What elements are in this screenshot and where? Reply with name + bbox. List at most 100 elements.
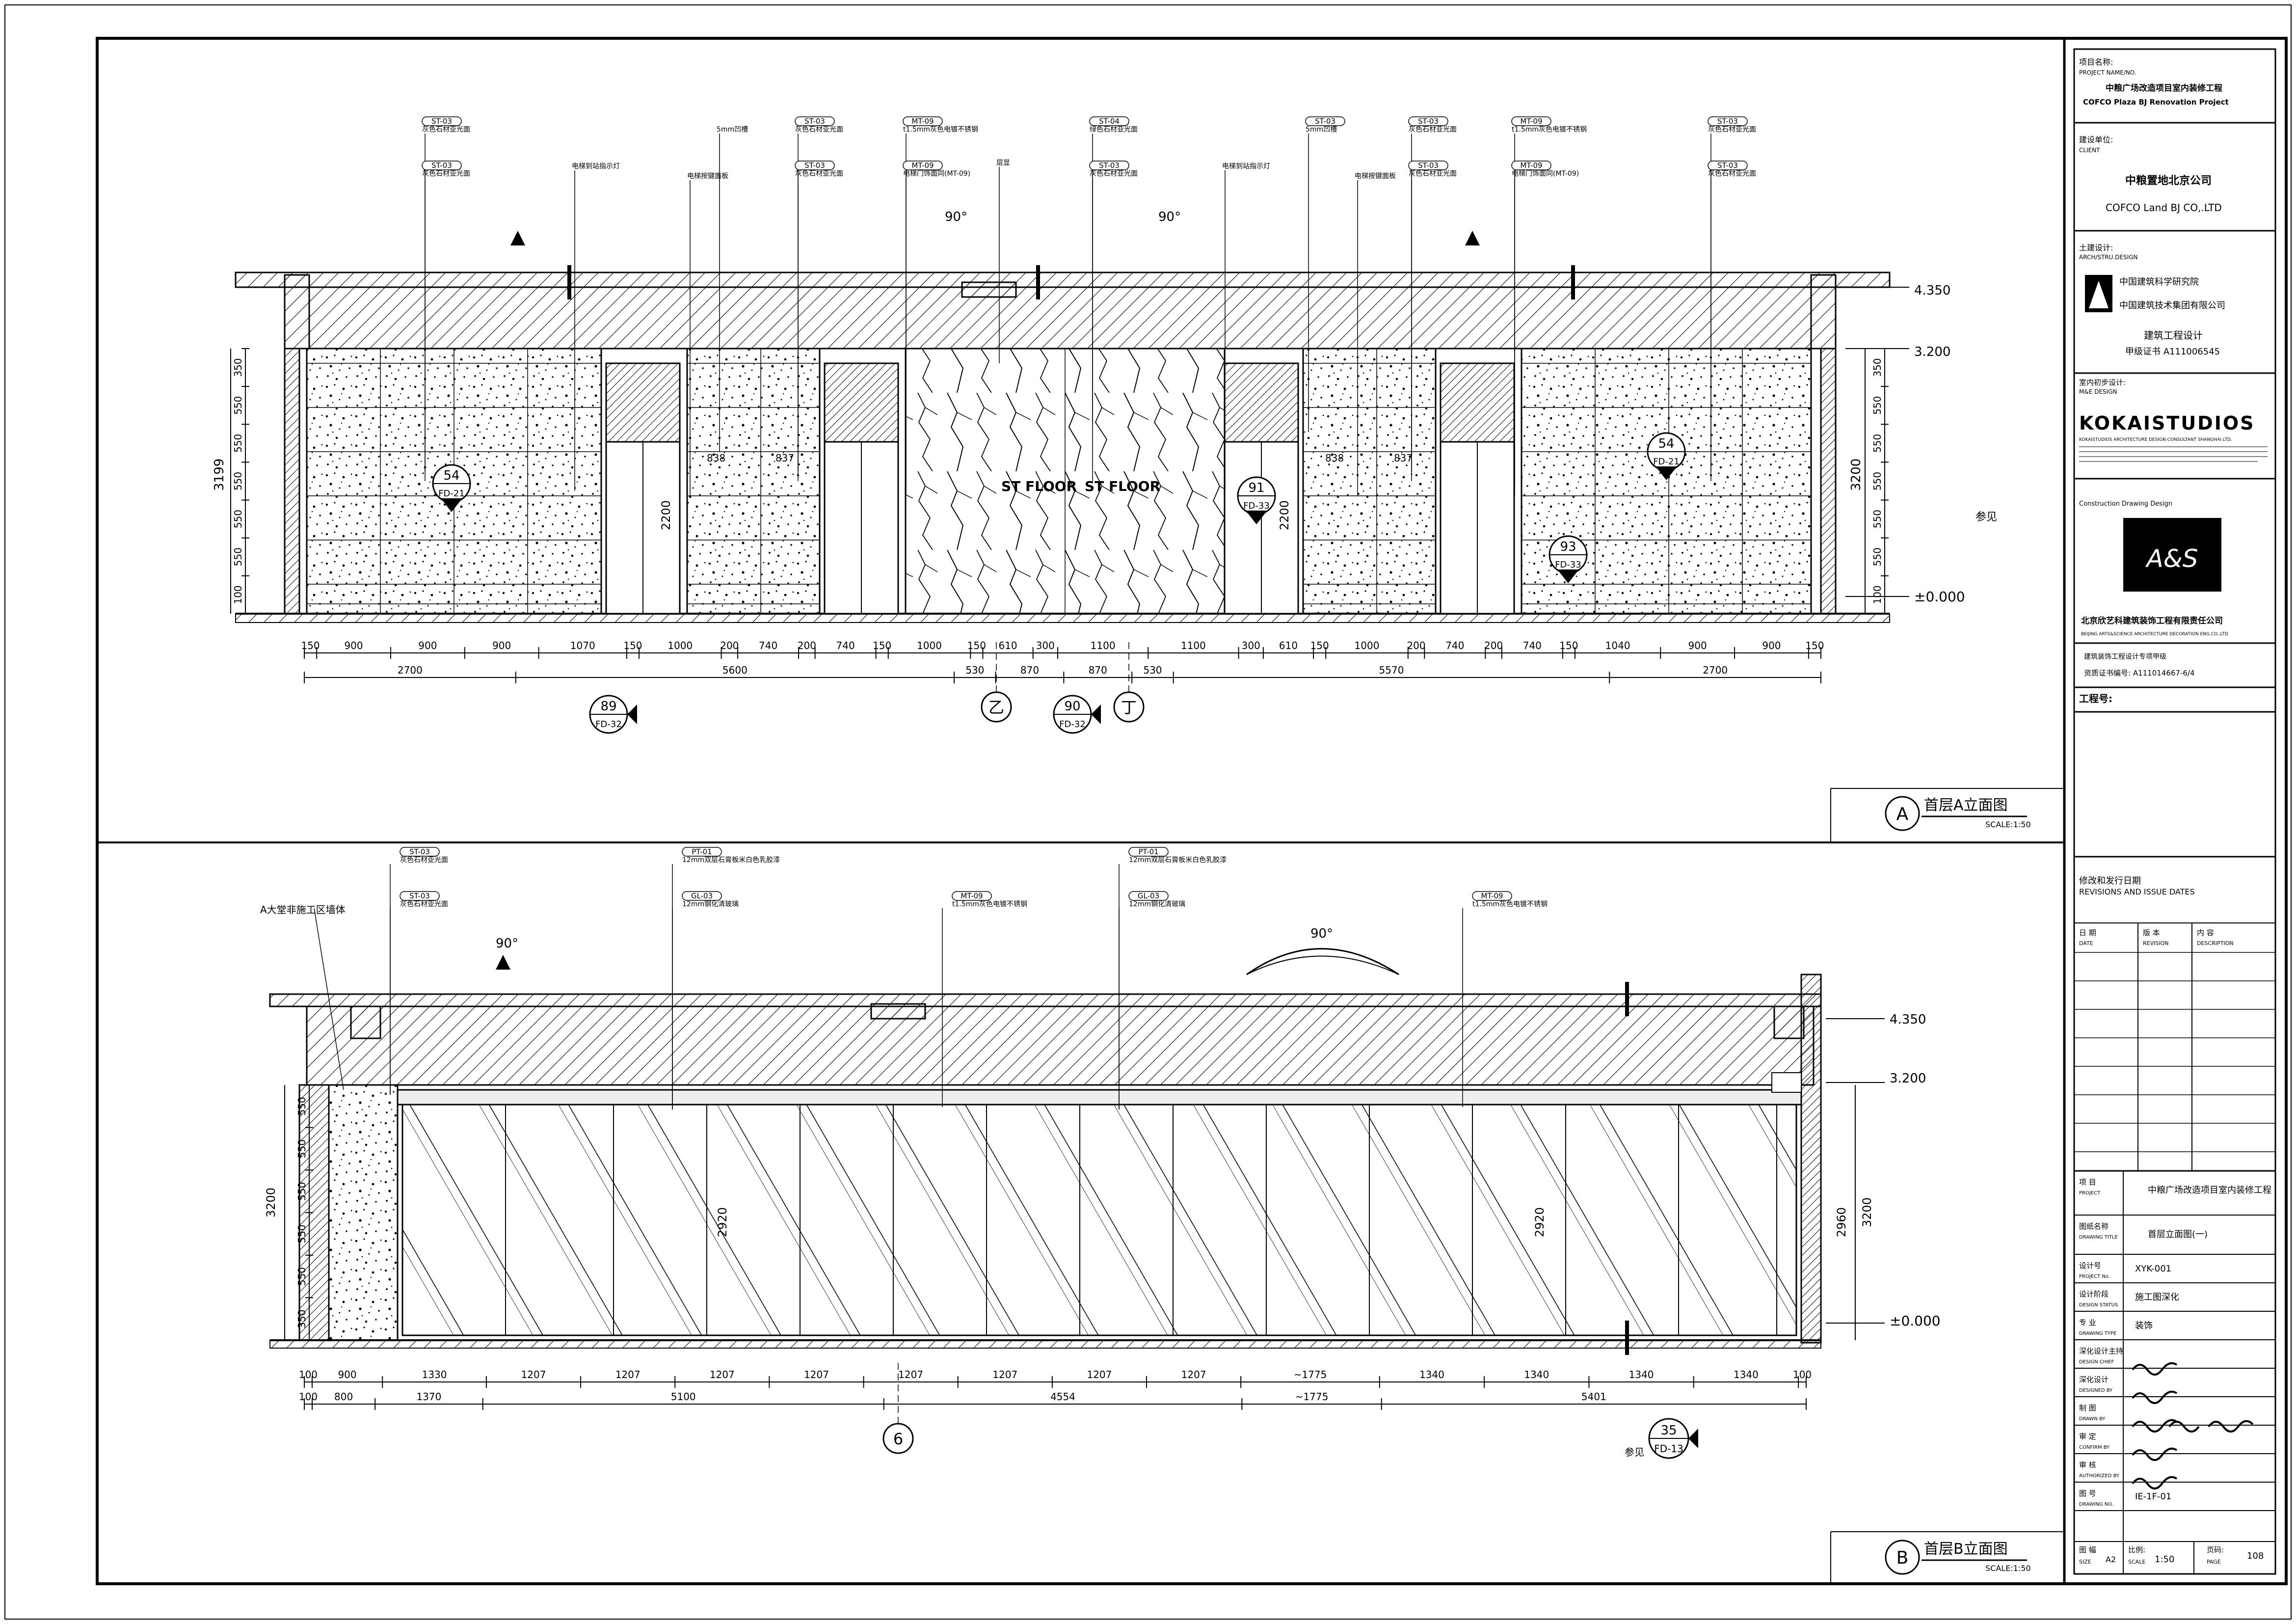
elev-b-angle-arc-inner xyxy=(1246,955,1399,975)
callout-desc: 12mm钢化清玻璃 xyxy=(1129,900,1185,908)
callout-tag xyxy=(1408,116,1448,126)
elev-b-dim2-value: 800 xyxy=(334,1391,353,1403)
elev-b-level-top: 4.350 xyxy=(1890,1012,1926,1027)
elev-a-dim1-value: 900 xyxy=(418,640,437,651)
callout-tag xyxy=(422,161,462,170)
elev-b-left-h-value: 550 xyxy=(296,1224,308,1243)
callout-tag xyxy=(1511,161,1551,170)
elev-a-scale: SCALE:1:50 xyxy=(1985,820,2031,829)
callout-tag xyxy=(1708,161,1748,170)
tb-interior-label-en: M&E DESIGN xyxy=(2079,388,2117,395)
tb-size-label-en: SIZE xyxy=(2079,1559,2091,1565)
elev-a-dim2-value: 870 xyxy=(1089,664,1107,676)
elev-a-left-h-value: 550 xyxy=(232,396,244,415)
tb-arch-label: 土建设计: xyxy=(2079,243,2113,252)
elev-b-dim2-value: 1370 xyxy=(416,1391,441,1403)
elev-b-mullions xyxy=(505,1105,1777,1335)
elevation-a: 4.350 3.200 ±0.000 3199 3505505505505505… xyxy=(212,116,2064,842)
elev-b-height-right: 3200 xyxy=(1860,1197,1874,1227)
elev-a-dim1-value: 200 xyxy=(798,640,816,651)
elev-b-dim1-value: 100 xyxy=(1793,1369,1812,1380)
signature xyxy=(2132,1390,2178,1404)
elev-a-dim1-value: 740 xyxy=(1523,640,1542,651)
elev-a-dim2-value: 5570 xyxy=(1379,664,1404,676)
tb-interior-firm: KOKAISTUDIOS xyxy=(2079,412,2255,434)
title-block: 项目名称: PROJECT NAME/NO. 中粮广场改造项目室内装修工程 CO… xyxy=(2073,48,2276,1575)
elev-b-dim1-value: 1207 xyxy=(992,1369,1017,1380)
elev-a-dim1-value: 610 xyxy=(1279,640,1298,651)
callout-desc: 电梯按键面板 xyxy=(1355,172,1396,180)
callout-desc: 绿色石材亚光面 xyxy=(1090,125,1138,134)
callout-code: ST-03 xyxy=(1418,161,1439,170)
revision-col-en: REVISION xyxy=(2143,940,2168,947)
callout-code: ST-03 xyxy=(804,161,825,170)
elev-a-dim2-value: 2700 xyxy=(398,664,423,676)
elev-b-right-wall xyxy=(1800,974,1822,1344)
callout-desc: 灰色石材亚光面 xyxy=(795,125,843,134)
elev-b-glass-wall xyxy=(401,1104,1797,1336)
elev-a-callouts: ST-03灰色石材亚光面ST-03灰色石材亚光面电梯到站指示灯电梯按键面板5mm… xyxy=(422,116,1756,496)
elev-a-right-column xyxy=(1810,274,1837,350)
callout-desc: 灰色石材亚光面 xyxy=(422,169,470,178)
callout-code: MT-09 xyxy=(911,117,934,126)
elev-b-dim2-value: 5100 xyxy=(671,1391,696,1403)
elev-a-ceiling-slab xyxy=(308,286,1812,350)
revision-col-cn: 版 本 xyxy=(2143,928,2160,937)
info-label-en: PROJECT No. xyxy=(2079,1274,2110,1279)
elev-a-elevator-2 xyxy=(824,362,899,615)
callout-code: GL-03 xyxy=(691,892,713,900)
signature xyxy=(2132,1476,2178,1489)
callout-code: ST-04 xyxy=(1099,117,1120,126)
tb-bottom-row: 图 幅 SIZE A2 比例: SCALE 1:50 页码: PAGE 108 xyxy=(2074,1541,2275,1574)
info-label-en: DRAWING TYPE xyxy=(2079,1331,2116,1336)
elev-a-left-h-value: 550 xyxy=(232,472,244,490)
elev-a-right-wall xyxy=(1820,348,1837,615)
info-label: 审 核 xyxy=(2079,1461,2096,1469)
elev-b-left-h-value: 550 xyxy=(296,1139,308,1158)
callout-desc: 电梯到站指示灯 xyxy=(572,162,620,170)
elev-a-section-marker-2 xyxy=(1465,231,1480,245)
elev-b-left-h-value: 350 xyxy=(296,1310,308,1328)
elev-a-axis-markers: 乙 丁 xyxy=(981,638,1145,723)
elev-b-glass-height-right: 2960 xyxy=(1835,1207,1848,1237)
elev-a-height-right: 3200 xyxy=(1849,459,1864,491)
callout-code: ST-03 xyxy=(1717,117,1738,126)
info-label: 审 定 xyxy=(2079,1432,2096,1441)
info-label: 图纸名称 xyxy=(2079,1222,2109,1231)
callout-code: ST-03 xyxy=(431,161,452,170)
elev-b-dim2-value: 4554 xyxy=(1050,1391,1075,1403)
elev-a-dim1-value: 740 xyxy=(759,640,777,651)
callout-tag xyxy=(903,116,943,126)
elev-b-dim1-value: 900 xyxy=(338,1369,356,1380)
elev-b-dim2-value: 100 xyxy=(299,1391,318,1403)
tb-size-label: 图 幅 xyxy=(2079,1545,2096,1554)
elev-b-dim1-value: 1340 xyxy=(1734,1369,1759,1380)
elev-a-small-dim-3: 838 xyxy=(1325,452,1344,464)
elev-b-ref-sheet: FD-13 xyxy=(1654,1443,1683,1455)
detail-ref-sheet: FD-21 xyxy=(1653,457,1680,467)
callout-desc: 灰色石材亚光面 xyxy=(422,125,470,134)
tb-job-no-label: 工程号: xyxy=(2079,693,2112,704)
tb-arch-label-en: ARCH/STRU.DESIGN xyxy=(2079,254,2138,261)
elev-b-ceiling-trim xyxy=(1771,1072,1802,1093)
elev-b-left-h-value: 550 xyxy=(296,1097,308,1115)
sheet-side-note: 参见 xyxy=(1976,511,1997,523)
elev-b-angle-1: 90° xyxy=(496,936,518,951)
info-label: 图 号 xyxy=(2079,1489,2096,1498)
elev-b-detail-ref[interactable]: 35 FD-13 xyxy=(1648,1418,1698,1459)
info-label-en: DESIGN STATUS xyxy=(2079,1302,2118,1308)
sheet-outer-border xyxy=(4,4,2292,1620)
elev-b-id: B xyxy=(1896,1548,1909,1568)
tb-client-label-en: CLIENT xyxy=(2079,147,2100,154)
callout-code: ST-03 xyxy=(409,847,430,856)
